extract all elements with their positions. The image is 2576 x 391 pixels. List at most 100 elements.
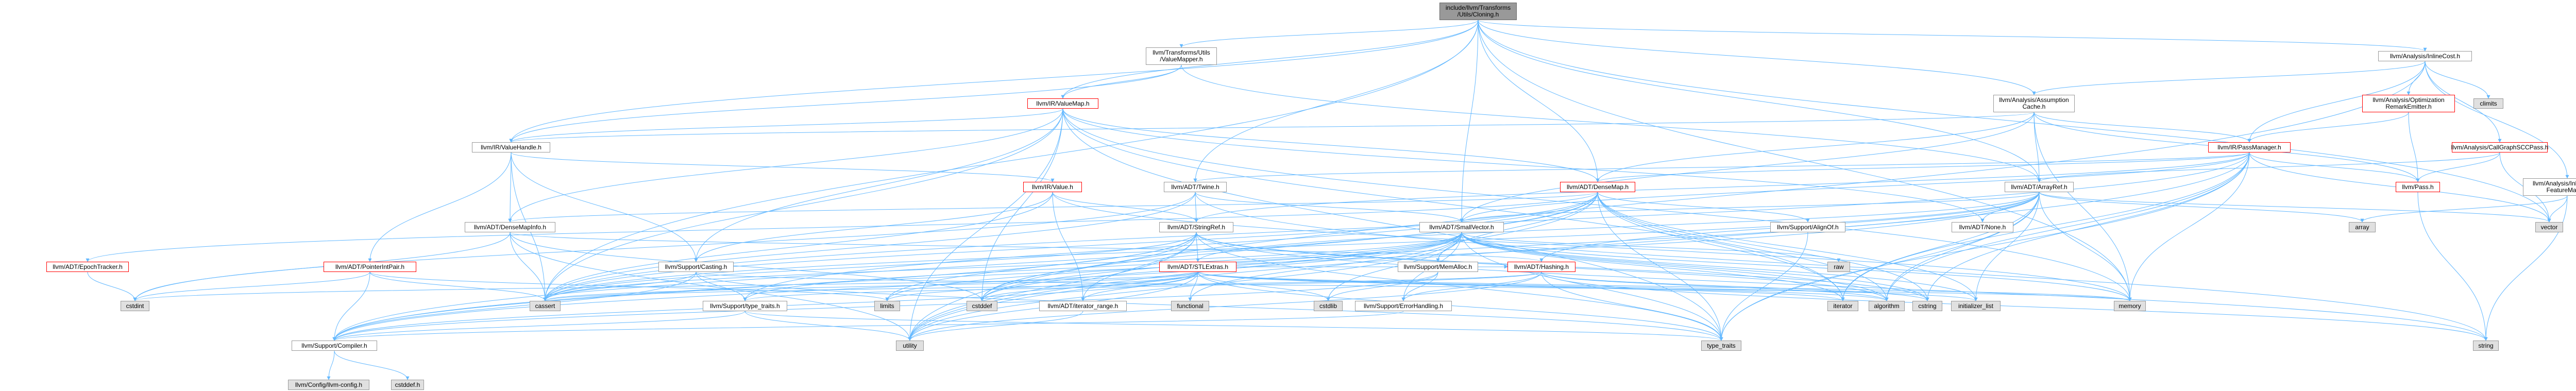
edge-inline-model-to-string bbox=[2484, 195, 2568, 341]
edge-root-to-value-mapper bbox=[1179, 20, 1479, 48]
node-opt-remark[interactable]: llvm/Analysis/Optimization RemarkEmitter… bbox=[2362, 95, 2455, 112]
edge-pass-manager-to-string-ref bbox=[1194, 152, 2250, 223]
node-string-ref[interactable]: llvm/ADT/StringRef.h bbox=[1159, 222, 1233, 232]
node-dense-map-info[interactable]: llvm/ADT/DenseMapInfo.h bbox=[465, 222, 555, 232]
edge-dense-map-to-iterator bbox=[1597, 192, 1845, 301]
edge-value-map-to-memory bbox=[1062, 108, 2132, 301]
node-cassert[interactable]: cassert bbox=[530, 301, 561, 311]
edge-pass-manager-to-dense-map bbox=[1596, 152, 2250, 182]
node-epoch-tracker[interactable]: llvm/ADT/EpochTracker.h bbox=[46, 262, 129, 272]
edge-dense-map-to-cstring bbox=[1597, 192, 1929, 301]
edge-small-vector-to-utility bbox=[908, 232, 1462, 341]
edge-stl-extras-to-cstdlib bbox=[1197, 271, 1330, 301]
edge-array-ref-to-initializer-list bbox=[1974, 192, 2040, 301]
node-raw[interactable]: raw bbox=[1827, 262, 1850, 272]
edge-root-to-memory bbox=[1478, 20, 2132, 301]
node-type-traits-h[interactable]: llvm/Support/type_traits.h bbox=[703, 301, 787, 311]
edge-pointer-int-pair-to-cassert bbox=[369, 271, 547, 301]
node-llvm-config[interactable]: llvm/Config/llvm-config.h bbox=[288, 380, 369, 390]
edge-root-to-vector bbox=[1478, 20, 2551, 223]
node-utility[interactable]: utility bbox=[896, 341, 924, 351]
node-pointer-int-pair[interactable]: llvm/ADT/PointerIntPair.h bbox=[324, 262, 416, 272]
node-stl-extras[interactable]: llvm/ADT/STLExtras.h bbox=[1159, 262, 1236, 272]
edge-value-map-to-casting bbox=[694, 108, 1063, 262]
node-pass[interactable]: llvm/Pass.h bbox=[2396, 182, 2440, 192]
edge-casting-to-cassert bbox=[543, 271, 697, 301]
node-cstdlib[interactable]: cstdlib bbox=[1314, 301, 1343, 311]
edge-cgscc-pass-to-pass bbox=[2416, 152, 2500, 182]
node-pass-manager[interactable]: llvm/IR/PassManager.h bbox=[2208, 142, 2291, 152]
node-cstdint[interactable]: cstdint bbox=[121, 301, 149, 311]
node-functional[interactable]: functional bbox=[1171, 301, 1209, 311]
node-array[interactable]: array bbox=[2349, 222, 2376, 232]
edge-casting-to-compiler bbox=[332, 271, 697, 341]
node-initializer-list[interactable]: initializer_list bbox=[1951, 301, 2001, 311]
edge-small-vector-to-raw bbox=[1461, 232, 1841, 262]
edge-root-to-cassert bbox=[543, 20, 1479, 301]
node-inline-cost[interactable]: llvm/Analysis/InlineCost.h bbox=[2378, 51, 2472, 61]
node-casting[interactable]: llvm/Support/Casting.h bbox=[658, 262, 734, 272]
edge-dense-map-to-dense-map-info bbox=[508, 192, 1598, 223]
node-value-map[interactable]: llvm/IR/ValueMap.h bbox=[1027, 98, 1098, 109]
edge-string-ref-to-stl-extras bbox=[1196, 232, 1200, 262]
node-root[interactable]: include/llvm/Transforms /Utils/Cloning.h bbox=[1439, 3, 1517, 20]
node-ir-value[interactable]: llvm/IR/Value.h bbox=[1023, 182, 1082, 192]
edge-inline-cost-to-utility bbox=[908, 61, 2426, 341]
node-iterator[interactable]: iterator bbox=[1827, 301, 1858, 311]
node-inline-model[interactable]: llvm/Analysis/InlineModel FeatureMaps.h bbox=[2523, 178, 2576, 196]
edge-dense-map-info-to-cassert bbox=[510, 232, 547, 301]
node-value-mapper[interactable]: llvm/Transforms/Utils /ValueMapper.h bbox=[1146, 47, 1217, 65]
edge-assumption-cache-to-value-handle bbox=[510, 112, 2035, 143]
edge-root-to-array-ref bbox=[1478, 20, 2041, 182]
node-assumption-cache[interactable]: llvm/Analysis/Assumption Cache.h bbox=[1993, 95, 2075, 112]
edge-value-map-to-cstddef bbox=[980, 108, 1063, 301]
edge-pass-to-string bbox=[2417, 192, 2488, 341]
edge-assumption-cache-to-dense-map bbox=[1596, 112, 2035, 182]
node-adt-none[interactable]: llvm/ADT/None.h bbox=[1952, 222, 2013, 232]
node-small-vector[interactable]: llvm/ADT/SmallVector.h bbox=[1419, 222, 1504, 232]
edge-string-ref-to-limits bbox=[885, 232, 1197, 301]
node-cgscc-pass[interactable]: llvm/Analysis/CallGraphSCCPass.h bbox=[2451, 142, 2548, 152]
node-mem-alloc[interactable]: llvm/Support/MemAlloc.h bbox=[1398, 262, 1478, 272]
edge-stl-extras-to-memory bbox=[1197, 271, 2132, 301]
node-cstring[interactable]: cstring bbox=[1912, 301, 1942, 311]
edge-dense-map-to-cassert bbox=[543, 192, 1598, 301]
node-memory[interactable]: memory bbox=[2114, 301, 2146, 311]
node-vector[interactable]: vector bbox=[2535, 222, 2563, 232]
edge-adt-twine-to-cassert bbox=[543, 192, 1196, 301]
node-iterator-range[interactable]: llvm/ADT/iterator_range.h bbox=[1039, 301, 1127, 311]
edge-small-vector-to-algorithm bbox=[1461, 232, 1889, 301]
node-align-of[interactable]: llvm/Support/AlignOf.h bbox=[1770, 222, 1845, 232]
edge-hashing-to-string bbox=[1541, 271, 2488, 341]
node-string[interactable]: string bbox=[2473, 341, 2499, 351]
edge-string-ref-to-type-traits bbox=[1196, 232, 1723, 341]
node-type-traits[interactable]: type_traits bbox=[1701, 341, 1741, 351]
edge-value-map-to-adt-none bbox=[1062, 108, 1985, 223]
node-array-ref[interactable]: llvm/ADT/ArrayRef.h bbox=[2005, 182, 2074, 192]
node-hashing[interactable]: llvm/ADT/Hashing.h bbox=[1507, 262, 1575, 272]
edge-opt-remark-to-pass-manager bbox=[2247, 112, 2409, 143]
node-algorithm[interactable]: algorithm bbox=[1869, 301, 1905, 311]
edge-error-handling-to-compiler bbox=[332, 311, 1404, 341]
edge-hashing-to-cstring bbox=[1541, 271, 1929, 301]
node-dense-map[interactable]: llvm/ADT/DenseMap.h bbox=[1560, 182, 1635, 192]
edge-dense-map-to-utility bbox=[908, 192, 1598, 341]
edge-hashing-to-algorithm bbox=[1541, 271, 1889, 301]
node-limits[interactable]: limits bbox=[874, 301, 900, 311]
node-compiler[interactable]: llvm/Support/Compiler.h bbox=[292, 341, 377, 351]
node-adt-twine[interactable]: llvm/ADT/Twine.h bbox=[1164, 182, 1227, 192]
edge-pass-manager-to-cstring bbox=[1925, 152, 2250, 301]
node-value-handle[interactable]: llvm/IR/ValueHandle.h bbox=[472, 142, 550, 152]
node-cstddef-h[interactable]: cstddef.h bbox=[391, 380, 424, 390]
edge-value-mapper-to-value-handle bbox=[509, 64, 1182, 143]
edge-casting-to-type-traits-h bbox=[696, 271, 747, 301]
edge-stl-extras-to-type-traits bbox=[1197, 271, 1723, 341]
node-cstddef[interactable]: cstddef bbox=[967, 301, 997, 311]
node-climits[interactable]: climits bbox=[2473, 98, 2503, 109]
edge-opt-remark-to-pass bbox=[2408, 112, 2420, 182]
edge-value-map-to-cassert bbox=[543, 108, 1063, 301]
edge-pass-manager-to-iterator bbox=[1841, 152, 2250, 301]
node-error-handling[interactable]: llvm/Support/ErrorHandling.h bbox=[1355, 301, 1452, 311]
edge-inline-cost-to-assumption-cache bbox=[2032, 61, 2426, 95]
edge-dense-map-to-compiler bbox=[332, 192, 1598, 341]
